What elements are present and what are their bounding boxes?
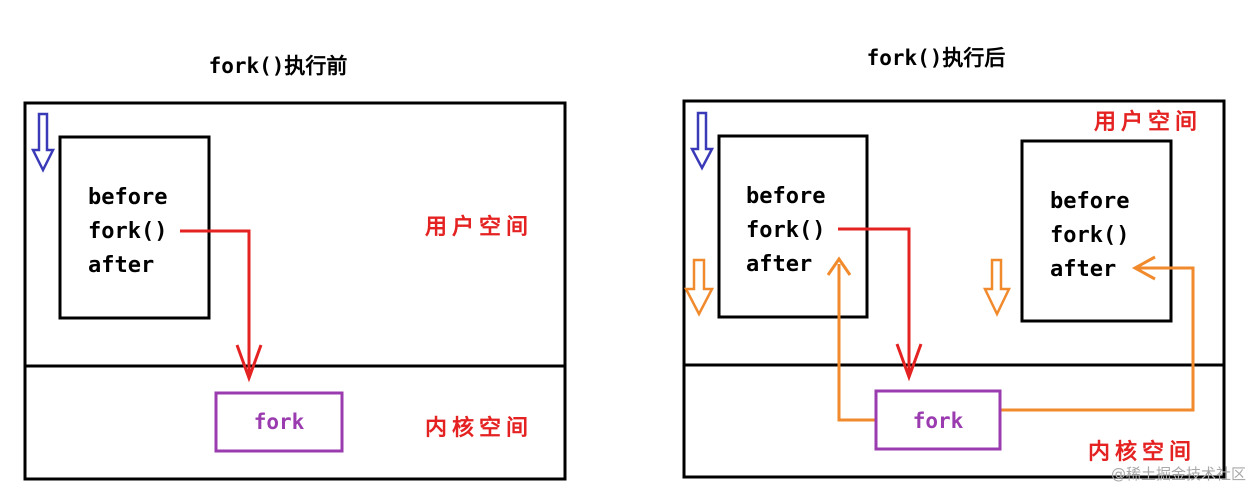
- after-parent-line-before: before: [746, 184, 825, 209]
- before-fork-title: fork()执行前: [209, 54, 348, 78]
- after-parent-process-box: [717, 134, 869, 319]
- after-fork-title: fork()执行后: [867, 46, 1006, 70]
- before-outer-frame: [23, 101, 567, 481]
- before-kernel-fork-box: [214, 391, 344, 453]
- after-kernel-fork-label: fork: [913, 409, 964, 433]
- before-user-space-label: 用户空间: [425, 214, 533, 240]
- before-syscall-arrowhead-icon: [235, 344, 263, 383]
- after-child-line-after: after: [1050, 257, 1116, 282]
- after-parent-pc-arrow-icon: [683, 258, 715, 317]
- before-fork-panel: fork()执行前 before fork() after fork 用户空间 …: [23, 54, 567, 481]
- before-pc-arrow-icon: [30, 112, 56, 173]
- after-return-to-parent-arrow: [837, 264, 876, 422]
- after-outer-frame: [682, 99, 1226, 479]
- before-process-line-fork: fork(): [88, 219, 167, 244]
- after-syscall-arrowhead-icon: [895, 343, 923, 382]
- after-parent-line-fork: fork(): [746, 218, 825, 243]
- before-process-box: [58, 135, 211, 320]
- after-child-line-fork: fork(): [1050, 223, 1129, 248]
- before-kernel-space-label: 内核空间: [425, 415, 533, 441]
- after-kernel-fork-box: [874, 389, 1002, 451]
- before-process-line-after: after: [88, 253, 154, 278]
- after-fork-panel: fork()执行后 before fork() after before for…: [682, 46, 1226, 479]
- after-child-process-box: [1020, 139, 1173, 323]
- after-return-to-parent-arrowhead-icon: [826, 256, 852, 276]
- after-return-to-child-arrowhead-icon: [1131, 255, 1156, 281]
- before-kernel-fork-label: fork: [254, 410, 305, 434]
- before-syscall-arrow: [180, 229, 251, 378]
- after-syscall-arrow: [838, 227, 911, 377]
- after-user-space-label: 用户空间: [1094, 109, 1202, 135]
- after-kernel-space-label: 内核空间: [1088, 439, 1196, 465]
- after-parent-line-after: after: [746, 252, 812, 277]
- after-child-pc-arrow-icon: [983, 258, 1011, 317]
- after-return-to-child-arrow: [1001, 266, 1195, 412]
- watermark: @稀土掘金技术社区: [1111, 465, 1246, 483]
- after-child-line-before: before: [1050, 189, 1129, 214]
- after-pc-arrow-initial-icon: [689, 111, 715, 171]
- before-process-line-before: before: [88, 185, 167, 210]
